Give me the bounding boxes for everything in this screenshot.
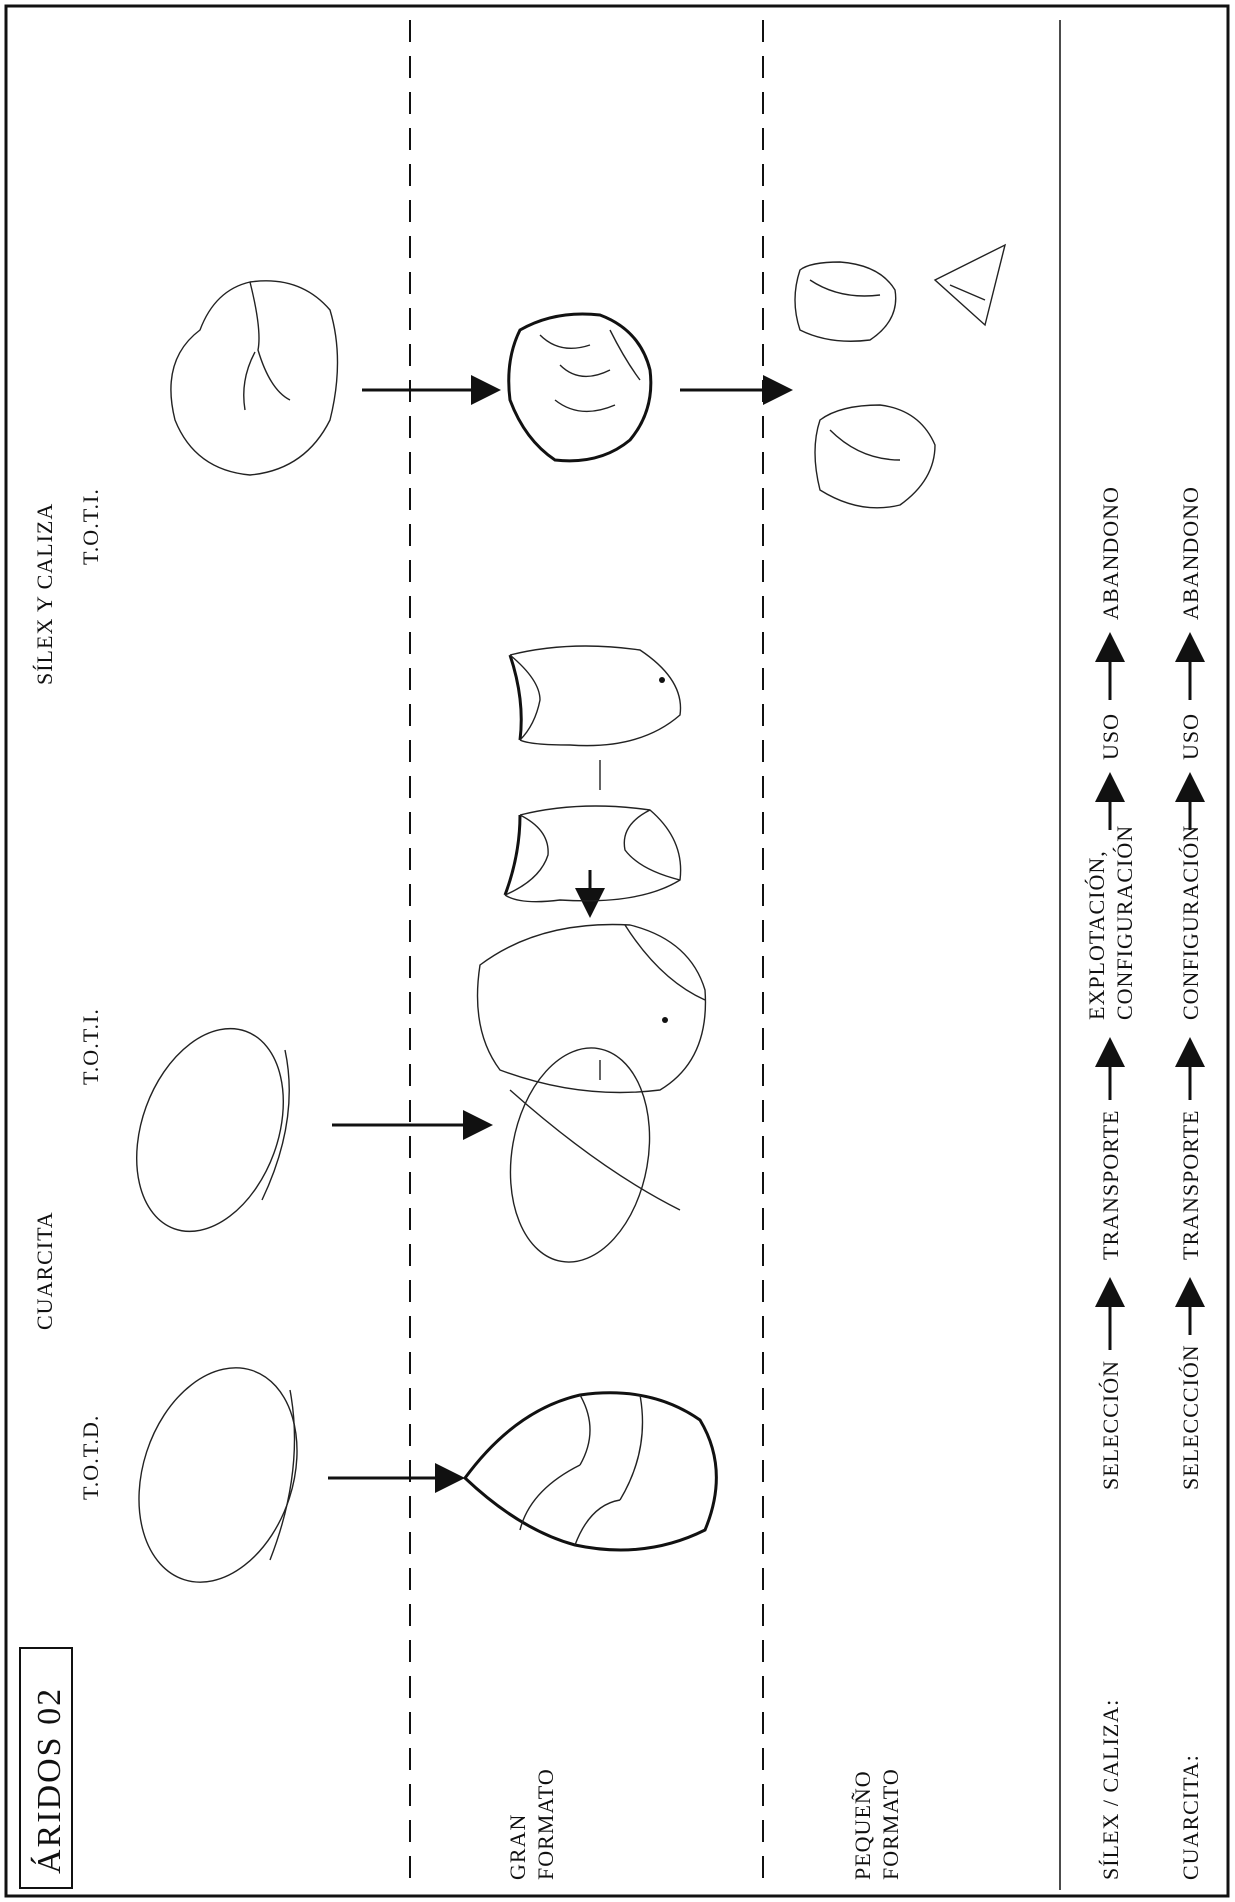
- sequence-quartzite: CUARCITA: SELECCCIÓN TRANSPORTE CONFIGUR…: [1178, 486, 1203, 1880]
- svg-text:ABANDONO: ABANDONO: [1178, 486, 1203, 620]
- svg-text:TRANSPORTE: TRANSPORTE: [1178, 1110, 1203, 1260]
- flake-1-icon: [795, 262, 896, 341]
- flake-2-icon: [815, 405, 935, 508]
- flake-3-icon: [935, 245, 1005, 325]
- configured-quartzite-2-icon: [510, 646, 681, 746]
- svg-text:EXPLOTACIÓN,: EXPLOTACIÓN,: [1084, 850, 1109, 1020]
- svg-text:USO: USO: [1098, 713, 1123, 760]
- page-title: ÁRIDOS 02: [31, 1687, 68, 1874]
- svg-text:PEQUEÑO: PEQUEÑO: [850, 1770, 875, 1880]
- flint-nodule-icon: [171, 281, 338, 475]
- header-toti-flint: T.O.T.I.: [78, 488, 103, 565]
- header-totd: T.O.T.D.: [78, 1415, 103, 1500]
- svg-text:USO: USO: [1178, 713, 1203, 760]
- flint-core-icon: [509, 314, 651, 461]
- header-quartzite: CUARCITA: [32, 1211, 57, 1330]
- quartzite-split-back-icon: [478, 925, 706, 1093]
- sequence-flint: SÍLEX / CALIZA: SELECCIÓN TRANSPORTE EXP…: [1084, 486, 1137, 1880]
- header-toti-quartzite: T.O.T.I.: [78, 1008, 103, 1085]
- svg-text:FORMATO: FORMATO: [533, 1768, 558, 1880]
- svg-text:SELECCCIÓN: SELECCCIÓN: [1178, 1344, 1203, 1490]
- pebble-totd-icon: [113, 1347, 324, 1603]
- outer-border: [6, 6, 1228, 1896]
- biface-tool-icon: [465, 1393, 716, 1550]
- zone-label-small: PEQUEÑO FORMATO: [850, 1768, 903, 1880]
- pebble-quartzite-icon: [110, 1008, 310, 1252]
- svg-text:TRANSPORTE: TRANSPORTE: [1098, 1110, 1123, 1260]
- zone-label-large: GRAN FORMATO: [505, 1768, 558, 1880]
- header-flint-limestone: SÍLEX Y CALIZA: [32, 503, 57, 685]
- svg-text:CUARCITA:: CUARCITA:: [1178, 1754, 1203, 1880]
- svg-text:CONFIGURACIÓN: CONFIGURACIÓN: [1112, 825, 1137, 1020]
- svg-text:FORMATO: FORMATO: [878, 1768, 903, 1880]
- quartzite-split-icon: [494, 1037, 680, 1273]
- svg-text:CONFIGURACIÓN: CONFIGURACIÓN: [1178, 825, 1203, 1020]
- configured-quartzite-1-icon: [505, 806, 681, 902]
- svg-text:SÍLEX / CALIZA:: SÍLEX / CALIZA:: [1098, 1699, 1123, 1880]
- svg-text:GRAN: GRAN: [505, 1814, 530, 1880]
- svg-text:SELECCIÓN: SELECCIÓN: [1098, 1360, 1123, 1490]
- title-box: ÁRIDOS 02: [20, 1648, 72, 1888]
- svg-text:ABANDONO: ABANDONO: [1098, 486, 1123, 620]
